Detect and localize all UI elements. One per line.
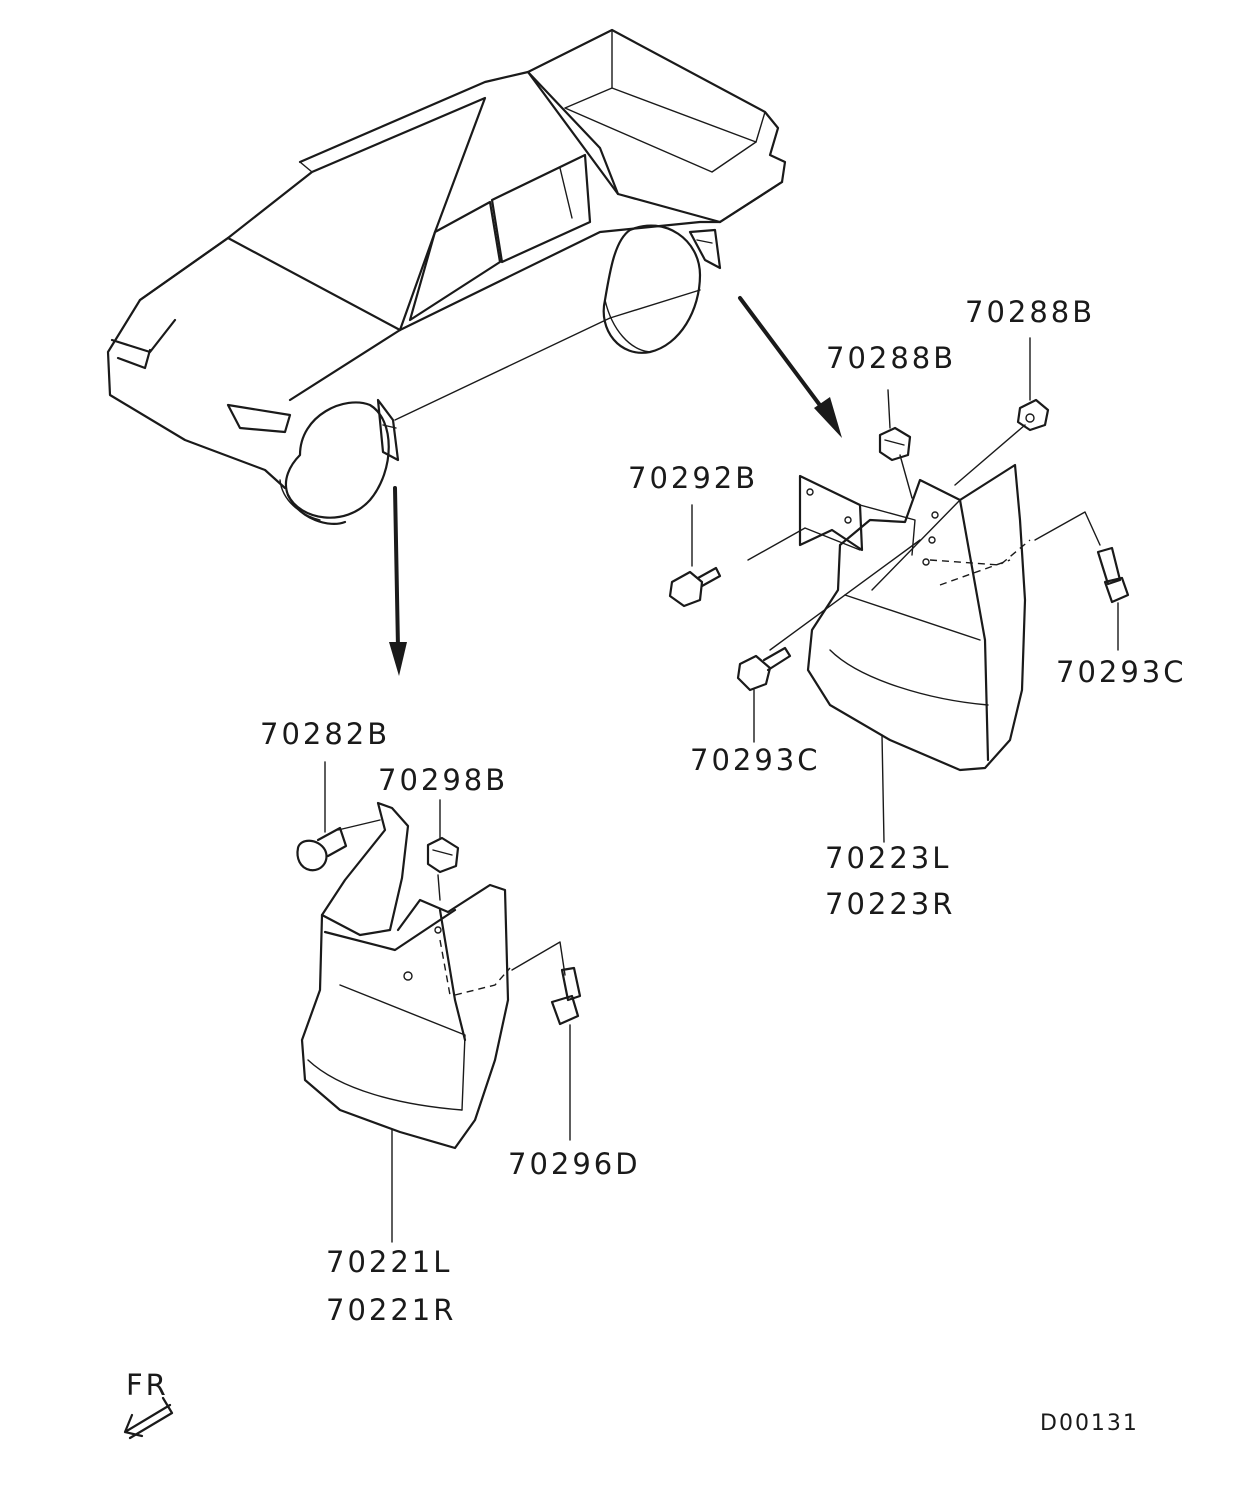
label-70221L: 70221L bbox=[326, 1245, 452, 1279]
label-70223R: 70223R bbox=[825, 887, 955, 921]
clip-70282B-icon bbox=[296, 826, 348, 872]
front-direction-arrow-icon bbox=[123, 1396, 174, 1440]
clip-70298B-icon bbox=[426, 836, 460, 874]
label-70293C-left: 70293C bbox=[690, 743, 821, 777]
label-70221R: 70221R bbox=[326, 1293, 456, 1327]
label-diagram-code: D00131 bbox=[1040, 1411, 1139, 1436]
screw-70296D-icon bbox=[550, 966, 582, 1026]
label-front-marker: FR bbox=[126, 1368, 169, 1402]
clip-70288B-mid-icon bbox=[878, 426, 912, 462]
rear-mud-guard-assembly bbox=[691, 337, 1119, 843]
label-70293C-right: 70293C bbox=[1056, 655, 1187, 689]
label-70288B-mid: 70288B bbox=[826, 341, 956, 375]
label-70292B: 70292B bbox=[628, 461, 758, 495]
screw-70293C-left-icon bbox=[736, 646, 792, 692]
clip-70288B-top-icon bbox=[1016, 398, 1050, 432]
arrow-to-front-assembly bbox=[389, 486, 407, 676]
pickup-truck-illustration bbox=[106, 28, 787, 525]
label-70298B: 70298B bbox=[378, 763, 508, 797]
arrow-to-rear-assembly bbox=[738, 296, 842, 438]
label-70296D: 70296D bbox=[508, 1147, 641, 1181]
label-70282B: 70282B bbox=[260, 717, 390, 751]
label-70223L: 70223L bbox=[825, 841, 951, 875]
screw-70293C-right-icon bbox=[1096, 546, 1130, 604]
front-mud-guard-assembly bbox=[300, 761, 571, 1243]
bolt-70292B-icon bbox=[668, 566, 722, 608]
label-70288B-top: 70288B bbox=[965, 295, 1095, 329]
